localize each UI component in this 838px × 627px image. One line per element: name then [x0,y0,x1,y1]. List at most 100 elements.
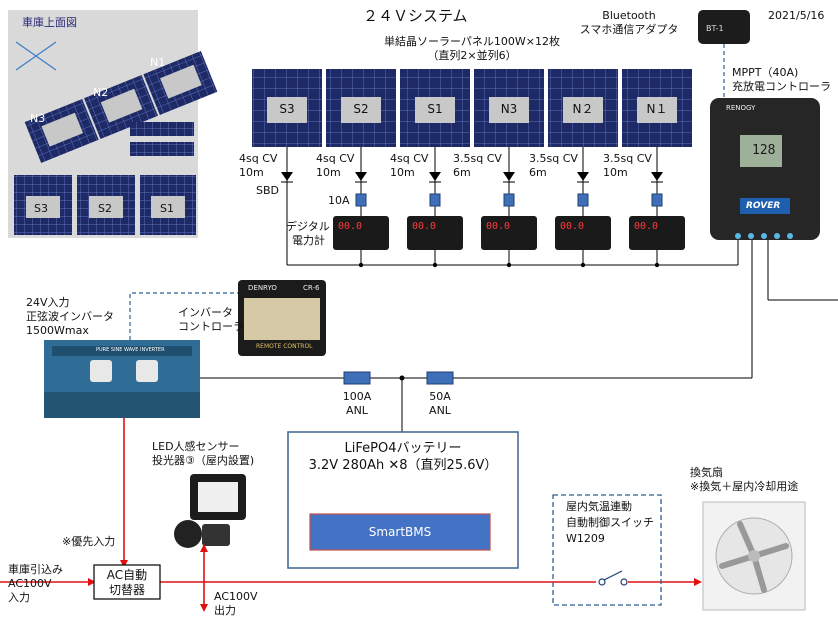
cable-length-n3: 6m [453,166,471,179]
roof-label-n1: N1 [150,56,166,69]
meter-display-3: 00.0 [486,221,511,232]
fuse-10a-icons [355,193,663,207]
inverter-controller-link [129,292,244,340]
panel-label-n3: N3 [500,102,518,116]
bluetooth-label-line1: Bluetooth [602,9,656,22]
ac-switcher-line2: 切替器 [108,583,145,597]
panel-desc-line1: 単結晶ソーラーパネル100W×12枚 [384,35,560,48]
ac-output-line2: 出力 [214,604,236,617]
roof-small-panel-top [130,122,194,136]
battery-label-line1: LiFePO4バッテリー [344,441,462,456]
cable-spec-s2: 4sq CV [316,152,355,165]
panel-label-s3: S3 [279,102,295,116]
compass-cross-icon [15,41,57,71]
inverter-label-line1: 24V入力 [26,296,70,309]
roof-label-n2: N2 [93,86,109,99]
mppt-label-line2: 充放電コントローラ [732,80,831,93]
thermo-switch-line3: W1209 [566,532,605,545]
roof-panel-group [24,51,218,163]
led-light-label-line2: 投光器③（屋内設置) [152,454,255,467]
thermo-switch-line1: 屋内気温連動 [566,500,632,513]
roof-label-s3: S3 [34,202,48,215]
cable-spec-s3: 4sq CV [239,152,278,165]
meter-display-1: 00.0 [338,221,363,232]
cable-length-n1: 10m [603,166,628,179]
anl-fuse-100a-line1: 100A [342,390,372,403]
meter-label-line2: 電力計 [292,234,325,247]
thermo-switch-box [552,494,662,606]
inverter-panel-title: PURE SINE WAVE INVERTER [96,347,165,353]
anl-fuse-50a [426,371,454,385]
inv-controller-model: CR-6 [303,284,320,292]
smartbms-label: SmartBMS [368,525,432,539]
led-light-label-line1: LED人感センサー [152,440,240,453]
bluetooth-device-text: BT-1 [706,24,724,33]
cable-length-s1: 10m [390,166,415,179]
anl-fuse-50a-line1: 50A [429,390,451,403]
mppt-display-text: 128 [752,143,776,158]
diode-icons [281,172,663,183]
inv-controller-footer: REMOTE CONTROL [256,343,313,350]
fuse-10a-label: 10A [328,194,350,207]
inv-controller-brand: DENRYO [248,284,277,292]
panel-label-s2: S2 [353,102,369,116]
priority-input-note: ※優先入力 [62,535,116,548]
cable-length-s2: 10m [316,166,341,179]
anl-fuse-50a-line2: ANL [429,404,451,417]
thermo-switch-line2: 自動制御スイッチ [566,516,654,529]
power-meter-icons [333,216,685,250]
ac-arrows [88,544,702,612]
ac-output-line1: AC100V [214,590,258,603]
roof-label-s2: S2 [98,202,112,215]
battery-label-line2: 3.2V 280Ah ✕8（直列25.6V） [308,458,498,473]
cable-spec-s1: 4sq CV [390,152,429,165]
meter-display-4: 00.0 [560,221,585,232]
date-label: 2021/5/16 [768,9,825,22]
mppt-model-text: ROVER [746,201,781,211]
panel-label-n2: N２ [572,102,594,116]
panel-label-s1: S1 [427,102,443,116]
garage-input-line2: AC100V [8,577,52,590]
cable-length-n2: 6m [529,166,547,179]
ventilation-fan-icon [702,501,806,611]
led-floodlight-icon [174,474,246,548]
cable-spec-n3: 3.5sq CV [453,152,502,165]
roof-view-label: 車庫上面図 [22,16,77,29]
inverter-label-line2: 正弦波インバータ [26,310,114,323]
meter-label-line1: デジタル [286,220,330,233]
garage-input-line3: 入力 [8,591,30,604]
inverter-label-line3: 1500Wmax [26,324,89,337]
fan-label-line1: 換気扇 [690,466,723,479]
roof-small-panel-bottom [130,142,194,156]
cable-spec-n1: 3.5sq CV [603,152,652,165]
sbd-label: SBD [256,184,279,197]
anl-fuse-100a [343,371,371,385]
bluetooth-label-line2: スマホ通信アダプタ [579,23,679,36]
ac-switcher-line1: AC自動 [106,568,148,582]
mppt-label-line1: MPPT（40A) [732,66,799,79]
inverter-controller-icon [238,280,326,356]
panel-desc-line2: （直列2×並列6） [427,49,517,62]
inverter-icon [44,340,200,418]
fan-label-line2: ※換気＋屋内冷却用途 [690,480,799,493]
inv-controller-label-line2: コントローラ [178,320,244,333]
diagram-title: ２４Ｖシステム [363,7,468,25]
roof-label-n3: N3 [30,112,46,125]
ac-switcher-box [93,564,161,600]
ac-wiring [0,418,700,610]
panel-label-n1: N１ [646,102,668,116]
inv-controller-label-line1: インバータ [178,306,233,319]
anl-fuse-100a-line2: ANL [346,404,368,417]
garage-input-line1: 車庫引込み [8,563,63,576]
bluetooth-adapter-icon [698,10,750,44]
meter-display-5: 00.0 [634,221,659,232]
junction-dots [358,262,660,381]
cable-length-s3: 10m [239,166,264,179]
smartbms-box [309,513,491,551]
cable-spec-n2: 3.5sq CV [529,152,578,165]
meter-display-2: 00.0 [412,221,437,232]
mppt-controller-icon [710,98,820,240]
mppt-brand-text: RENOGY [726,104,756,112]
solar-panel-array [252,69,692,147]
